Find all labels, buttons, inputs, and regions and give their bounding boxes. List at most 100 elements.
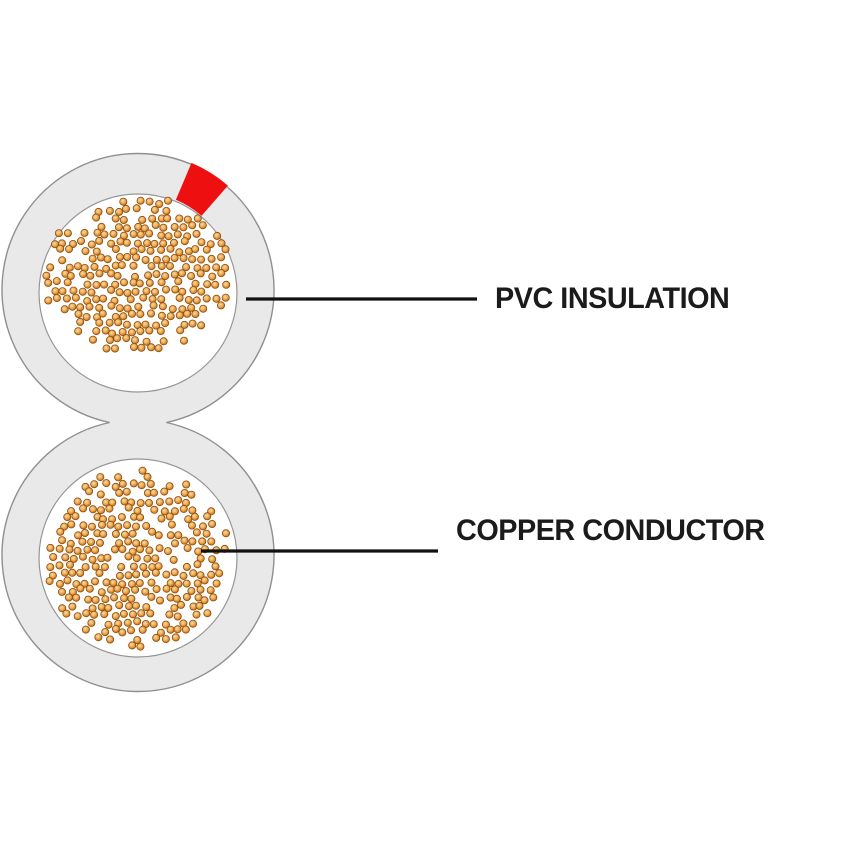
copper-strand [183,215,192,224]
copper-strand [170,270,179,279]
copper-strand [191,245,200,254]
copper-strand [182,579,191,588]
copper-strand [81,563,90,572]
copper-strand [45,577,54,586]
copper-strand [46,563,55,572]
copper-strand [152,633,161,642]
copper-strand [165,262,174,271]
copper-strand [106,335,115,344]
copper-strand [164,232,173,241]
copper-strand [196,571,205,580]
copper-strand [151,554,160,563]
copper-strand [203,609,212,618]
copper-strand [193,214,202,223]
copper-strand [187,490,196,499]
copper-strand [169,238,178,247]
copper-strand [134,302,143,311]
copper-strand [179,571,188,580]
copper-strand [156,326,165,335]
copper-strand [160,487,169,496]
copper-strand [215,569,224,578]
copper-strand [183,544,192,553]
copper-strand [190,512,199,521]
copper-strand [56,527,65,536]
copper-strand [191,309,200,318]
copper-strand [120,231,129,240]
copper-strand [99,294,108,303]
copper-strand [131,601,140,610]
copper-strand [79,552,88,561]
copper-strand [111,625,120,634]
copper-strand [145,197,154,206]
copper-strand [51,287,60,296]
copper-strand [196,585,205,594]
copper-strand [122,487,131,496]
copper-strand [135,579,144,588]
copper-strand [156,628,165,637]
copper-strand [163,547,172,556]
copper-strand [115,304,124,313]
copper-strand [208,520,217,529]
copper-strand [74,309,83,318]
copper-strand [203,512,212,521]
copper-strand [129,261,138,270]
copper-strand [97,603,106,612]
copper-strand [85,487,94,496]
copper-strand [203,280,212,289]
copper-strand [102,264,111,273]
copper-strand [222,280,231,289]
copper-strand [197,321,206,330]
copper-strand [111,530,120,539]
copper-strand [55,544,64,553]
copper-strand [102,578,111,587]
copper-strand [111,244,120,253]
copper-strand [117,261,126,270]
copper-strand [202,529,211,538]
copper-strand [95,236,104,245]
copper-strand [150,205,159,214]
copper-strand [135,279,144,288]
copper-strand [71,512,80,521]
copper-strand [103,553,112,562]
copper-strand [123,521,132,530]
copper-strand [63,576,72,585]
copper-strand [142,337,151,346]
copper-strand [172,594,181,603]
copper-strand [152,585,161,594]
copper-strand [113,334,122,343]
copper-strand [174,531,183,540]
copper-strand [136,513,145,522]
copper-strand [148,214,157,223]
copper-strand [109,578,118,587]
copper-strand [123,304,132,313]
copper-strand [134,222,143,231]
copper-strand [114,473,123,482]
copper-strand [122,224,131,233]
copper-strand [90,610,99,619]
copper-strand [155,498,164,507]
copper-strand [154,531,163,540]
copper-strand [166,244,175,253]
copper-strand [92,213,101,222]
copper-strand [122,334,131,343]
copper-strand [119,197,128,206]
copper-strand [113,271,122,280]
copper-strand [209,593,218,602]
copper-strand [151,220,160,229]
copper-strand [161,635,170,644]
copper-strand [170,539,179,548]
copper-strand [192,229,201,238]
copper-strand [171,285,180,294]
copper-strand [189,286,198,295]
copper-strand [88,254,97,263]
copper-strand [166,579,175,588]
copper-strand [198,537,207,546]
copper-strand [177,269,186,278]
copper-strand [132,570,141,579]
copper-strand [184,295,193,304]
copper-strand [207,570,216,579]
copper-strand [188,221,197,230]
copper-strand [87,288,96,297]
copper-strand [197,287,206,296]
copper-strand [180,488,189,497]
